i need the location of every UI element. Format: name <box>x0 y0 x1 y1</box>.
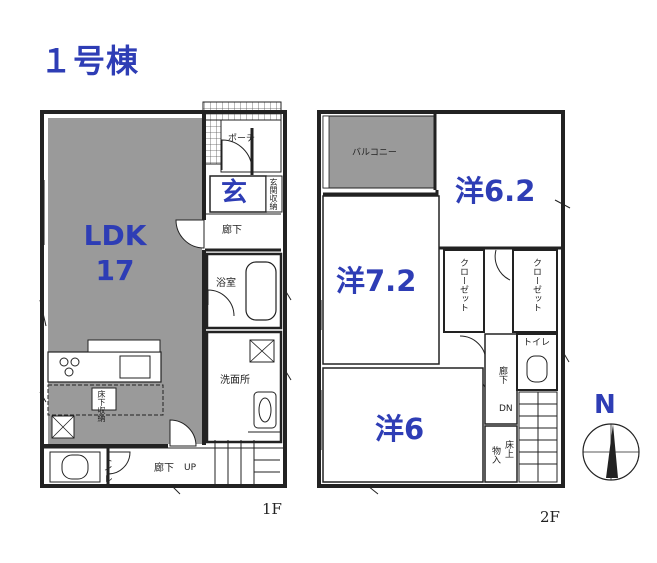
room-b-label: 洋7.2 <box>336 264 417 298</box>
genkan-label: 玄 <box>221 178 248 208</box>
second-floor <box>317 110 571 495</box>
closet-1-label: クローゼット <box>458 258 468 312</box>
bathtub-icon <box>245 261 277 321</box>
floor2-label: 2F <box>540 508 560 526</box>
hall-up-label: 廊下 <box>154 463 174 474</box>
toilet-icon-2f <box>526 355 548 383</box>
genkan <box>209 175 267 213</box>
second-floor-outer-wall <box>317 110 565 488</box>
bath-label: 浴室 <box>216 278 236 289</box>
floor1-label: 1F <box>262 500 282 518</box>
room-c-label: 洋6 <box>375 412 425 446</box>
room-b <box>322 195 440 365</box>
balcony-label: バルコニー <box>352 148 397 158</box>
ldk-name: LDK <box>83 219 147 252</box>
toilet-label-2f: トイレ <box>523 338 551 348</box>
dn-label: DN <box>499 404 513 414</box>
building-title: １号棟 <box>40 42 140 80</box>
room-c <box>322 367 484 483</box>
toilet-label-1f: トイレ <box>102 456 112 483</box>
room-a-label: 洋6.2 <box>455 174 536 208</box>
closet-1 <box>443 249 485 333</box>
north-label: N <box>594 390 616 420</box>
porch-label: ポーチ <box>228 134 256 144</box>
ldk-door <box>175 219 205 249</box>
first-floor <box>39 101 292 495</box>
floor-storage <box>91 387 117 411</box>
balcony <box>322 115 436 189</box>
genkan-storage-label: 玄関収納 <box>269 178 278 210</box>
ldk-size: 17 <box>95 254 135 287</box>
floor-storage-label: 床下収納 <box>97 390 106 422</box>
compass <box>582 423 640 481</box>
washroom-label: 洗面所 <box>220 375 250 386</box>
ldk-label: LDK 17 <box>70 218 160 288</box>
storage-2f <box>484 425 518 483</box>
stove-icon <box>59 357 69 367</box>
stairs-1f <box>214 431 281 486</box>
hall-label-2f: 廊下 <box>497 366 507 384</box>
compass-needle-icon <box>606 424 618 478</box>
closet-2-label: クローゼット <box>531 258 541 312</box>
storage-label: 物入 <box>490 446 500 464</box>
hall-label: 廊下 <box>222 225 242 236</box>
toilet-icon-1f <box>61 454 89 480</box>
sink-icon <box>119 355 151 379</box>
up-label: UP <box>184 463 197 473</box>
stairs-2f <box>518 391 558 483</box>
hall-2f <box>484 333 518 425</box>
floor-storage-label-2f: 床上 <box>503 440 513 458</box>
closet-2 <box>512 249 558 333</box>
